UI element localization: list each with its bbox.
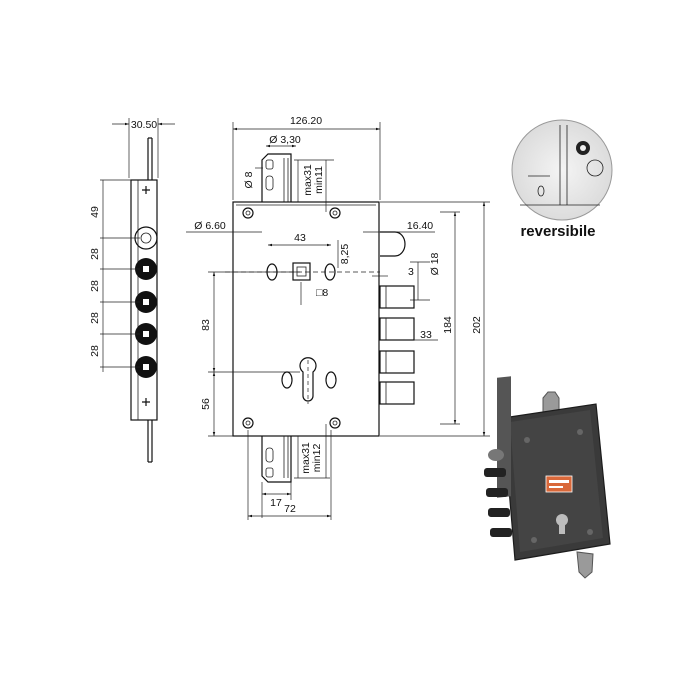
dim-56: 56 bbox=[200, 398, 212, 410]
dim-72: 72 bbox=[284, 503, 296, 515]
dim-max31-bottom: max31 bbox=[300, 442, 312, 474]
lock-product-photo bbox=[484, 376, 611, 579]
photo-bolt bbox=[490, 528, 512, 537]
dim-28: 28 bbox=[89, 280, 101, 292]
screw-hole bbox=[242, 417, 254, 429]
reversible-label: reversibile bbox=[520, 223, 595, 240]
dim-diam-18: Ø 18 bbox=[429, 252, 441, 275]
cylinder-screw-slot bbox=[281, 371, 293, 389]
photo-bolt bbox=[484, 468, 506, 477]
bottom-tab bbox=[261, 436, 292, 483]
dim-3: 3 bbox=[408, 266, 414, 278]
dim-49: 49 bbox=[89, 206, 101, 218]
photo-bolt bbox=[488, 508, 510, 517]
screw-hole bbox=[242, 207, 254, 219]
front-view: 126.20 Ø 3,30 Ø 8 max31 min11 Ø 6.60 bbox=[186, 115, 490, 520]
dim-83: 83 bbox=[200, 319, 212, 331]
dim-28: 28 bbox=[89, 312, 101, 324]
dim-diam-3-30: Ø 3,30 bbox=[269, 134, 301, 146]
screw-mark-icon bbox=[142, 186, 150, 194]
dim-202: 202 bbox=[471, 316, 483, 334]
lock-body bbox=[232, 201, 380, 437]
screw-hole bbox=[329, 207, 341, 219]
deadbolt-3 bbox=[379, 350, 415, 374]
reversible-detail-inset bbox=[511, 119, 613, 221]
dim-28: 28 bbox=[89, 248, 101, 260]
dim-diam-6-60: Ø 6.60 bbox=[194, 220, 226, 232]
dim-184: 184 bbox=[442, 316, 454, 334]
cylinder-cutout bbox=[299, 357, 317, 402]
screw-mark-icon bbox=[142, 398, 150, 406]
deadbolt-4 bbox=[379, 381, 415, 405]
brand-sticker-logo bbox=[545, 475, 573, 493]
screw-hole bbox=[329, 417, 341, 429]
top-tab bbox=[261, 153, 292, 202]
follower-square bbox=[292, 262, 311, 281]
dim-33: 33 bbox=[420, 329, 432, 341]
dim-16-40: 16.40 bbox=[407, 220, 433, 232]
dim-28: 28 bbox=[89, 345, 101, 357]
dim-43: 43 bbox=[294, 232, 306, 244]
dim-126-20: 126.20 bbox=[290, 115, 322, 127]
deadbolt-1 bbox=[379, 285, 415, 309]
photo-bolt bbox=[486, 488, 508, 497]
dim-30-50: 30.50 bbox=[131, 119, 157, 131]
dim-square-8: □8 bbox=[316, 287, 328, 299]
cylinder-screw-slot bbox=[325, 371, 337, 389]
dim-min11-top: min11 bbox=[313, 166, 325, 194]
faceplate-photo bbox=[497, 376, 511, 498]
dim-max31-top: max31 bbox=[302, 164, 314, 196]
side-view: 30.50 49 28 28 28 28 bbox=[89, 118, 175, 463]
latch-bolt bbox=[380, 231, 406, 257]
dim-min12-bottom: min12 bbox=[311, 444, 323, 473]
photo-latch bbox=[488, 449, 504, 461]
dim-17: 17 bbox=[270, 497, 282, 509]
dim-8-25: 8,25 bbox=[339, 244, 351, 265]
faceplate bbox=[130, 179, 158, 421]
deadbolt-2 bbox=[379, 317, 415, 341]
dim-diam-8: Ø 8 bbox=[243, 171, 255, 188]
